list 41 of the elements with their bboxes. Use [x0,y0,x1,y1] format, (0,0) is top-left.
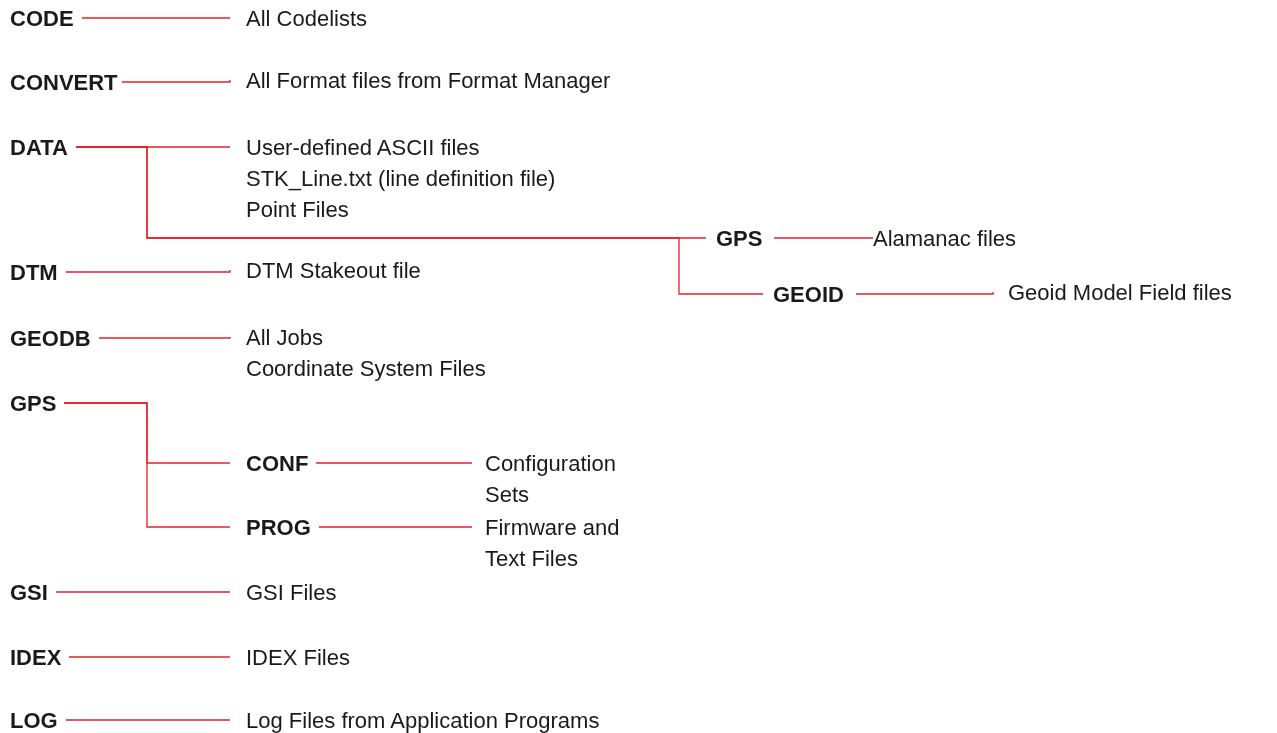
folder-name: GEOID [773,280,844,309]
connector-line [773,237,874,239]
connector-line [98,336,231,339]
folder-contents-text: Coordinate System Files [246,354,486,383]
folder-contents-text: IDEX Files [246,643,350,672]
folder-name: DATA [10,133,68,162]
connector-line [318,526,473,528]
connector-line [855,291,994,295]
folder-contents-text: All Format files from Format Manager [246,66,611,95]
folder-contents-text: User-defined ASCII files [246,133,481,162]
folder-name: CODE [10,4,74,33]
connector-line [68,656,231,658]
folder-name: GEODB [10,324,91,353]
folder-name: GPS [716,224,763,253]
connector-line [65,269,231,273]
folder-name: DTM [10,258,58,287]
connector-line [121,79,231,83]
connector-line [63,402,231,528]
folder-name: GPS [10,389,57,418]
folder-name: CONVERT [10,68,118,97]
connector-line [81,17,231,19]
folder-contents-text: Geoid Model Field files [1008,278,1232,307]
connector-line [75,146,764,295]
folder-contents-text: Log Files from Application Programs [246,706,600,733]
folder-name: LOG [10,706,58,733]
folder-contents-text: DTM Stakeout file [246,256,421,285]
connector-line [55,591,231,593]
folder-contents-text: Point Files [246,195,350,224]
folder-contents-text: All Jobs [246,323,325,352]
connector-line [315,462,473,464]
folder-contents-text: GSI Files [246,578,337,607]
folder-name: IDEX [10,643,62,672]
folder-contents-text: Alamanac files [873,224,1017,253]
folder-contents-text: STK_Line.txt (line definition file) [246,164,556,193]
connector-line [65,719,231,721]
folder-name: PROG [246,513,311,542]
folder-contents-text: All Codelists [246,4,368,33]
folder-contents-text: Firmware and Text Files [485,513,621,573]
folder-name: GSI [10,578,48,607]
folder-name: CONF [246,449,309,478]
folder-contents-text: Configuration Sets [485,449,617,509]
